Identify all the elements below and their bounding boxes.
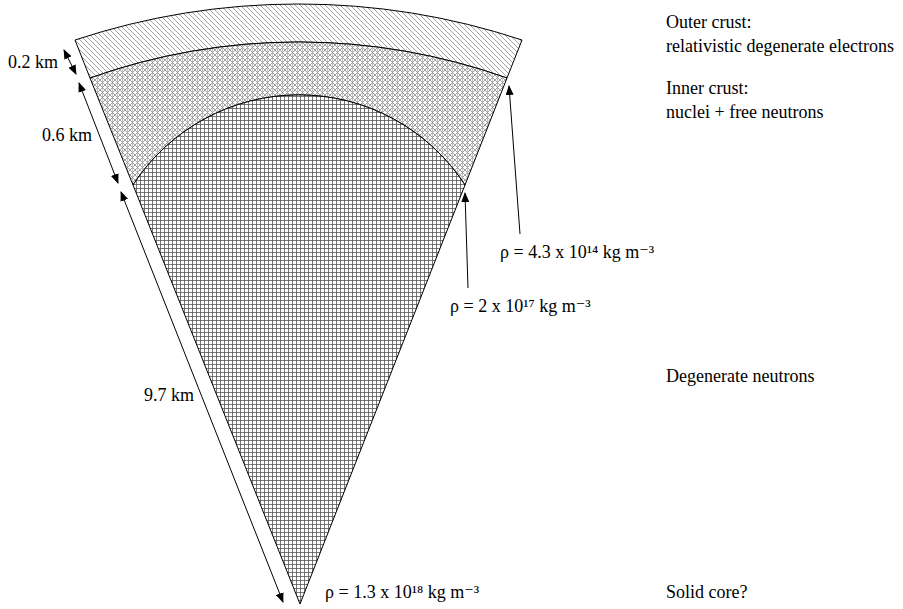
dimension-label: 0.2 km: [8, 52, 58, 73]
dimension-label: 9.7 km: [144, 385, 194, 406]
layer-title: Outer crust:: [666, 12, 751, 33]
dimension-label: 0.6 km: [42, 125, 92, 146]
density-label: ρ = 4.3 x 10¹⁴ kg m⁻³: [500, 242, 654, 263]
layer-description: Degenerate neutrons: [666, 366, 814, 387]
layer-title: Inner crust:: [666, 78, 748, 99]
layer-description: relativistic degenerate electrons: [666, 36, 894, 57]
density-label: ρ = 2 x 10¹⁷ kg m⁻³: [450, 296, 591, 317]
dimension-arrow: [64, 50, 76, 74]
leader-arrow: [509, 86, 520, 234]
layer-description: nuclei + free neutrons: [666, 102, 824, 123]
leader-arrow: [465, 193, 468, 288]
density-label: ρ = 1.3 x 10¹⁸ kg m⁻³: [325, 582, 479, 603]
layer-description: Solid core?: [666, 582, 747, 603]
dimension-arrow: [121, 192, 283, 602]
